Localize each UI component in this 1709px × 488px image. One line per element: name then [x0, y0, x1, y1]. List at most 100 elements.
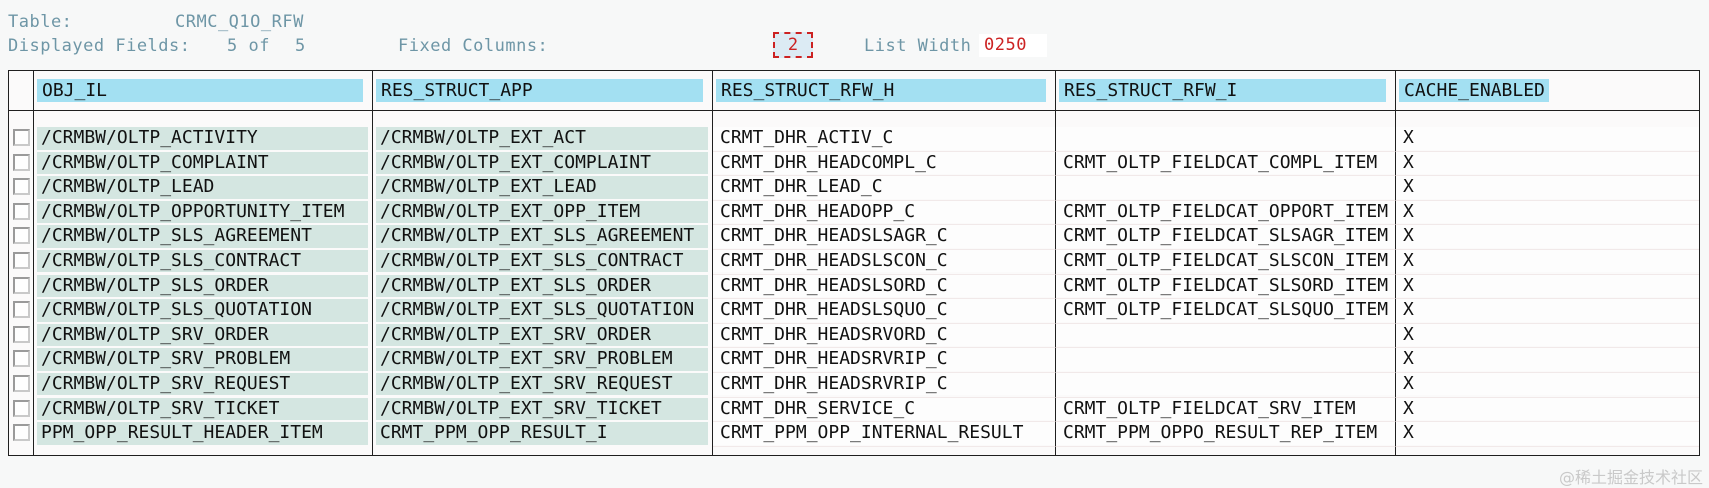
row-select-checkbox[interactable]	[13, 301, 30, 319]
cell-res-struct-rfw-h[interactable]: CRMT_DHR_HEADSLSCON_C	[713, 249, 1055, 273]
row-select-checkbox[interactable]	[13, 374, 30, 392]
cell-res-struct-rfw-h[interactable]: CRMT_DHR_HEADCOMPL_C	[713, 151, 1055, 175]
row-select-checkbox[interactable]	[13, 325, 30, 343]
cell-cache-enabled[interactable]: X	[1396, 176, 1699, 199]
cell-obj-il[interactable]: /CRMBW/OLTP_SLS_QUOTATION	[37, 299, 368, 322]
cell-res-struct-rfw-i[interactable]: CRMT_OLTP_FIELDCAT_COMPL_ITEM	[1056, 151, 1395, 175]
header-spacer-row	[9, 111, 1699, 127]
row-select-checkbox[interactable]	[13, 129, 30, 146]
table-row: /CRMBW/OLTP_SLS_CONTRACT /CRMBW/OLTP_EXT…	[9, 249, 1699, 275]
cell-cache-enabled[interactable]: X	[1396, 323, 1699, 347]
row-select-checkbox[interactable]	[13, 202, 30, 220]
displayed-fields-count: 5 of	[227, 36, 270, 56]
table-row: /CRMBW/OLTP_SRV_REQUEST /CRMBW/OLTP_EXT_…	[9, 372, 1699, 398]
cell-obj-il[interactable]: /CRMBW/OLTP_SRV_ORDER	[37, 323, 368, 347]
cell-res-struct-rfw-h[interactable]: CRMT_DHR_ACTIV_C	[713, 127, 1055, 150]
row-select-checkbox[interactable]	[13, 350, 30, 368]
cell-obj-il[interactable]: /CRMBW/OLTP_LEAD	[37, 176, 368, 199]
cell-res-struct-app[interactable]: /CRMBW/OLTP_EXT_SRV_REQUEST	[376, 372, 708, 396]
cell-res-struct-app[interactable]: CRMT_PPM_OPP_RESULT_I	[376, 422, 708, 445]
displayed-fields-total: 5	[295, 36, 306, 56]
cell-obj-il[interactable]: /CRMBW/OLTP_COMPLAINT	[37, 151, 368, 175]
cell-cache-enabled[interactable]: X	[1396, 200, 1699, 224]
cell-obj-il[interactable]: /CRMBW/OLTP_ACTIVITY	[37, 127, 368, 150]
cell-res-struct-app[interactable]: /CRMBW/OLTP_EXT_LEAD	[376, 176, 708, 199]
cell-cache-enabled[interactable]: X	[1396, 299, 1699, 322]
fixed-columns-field[interactable]: 2	[773, 32, 813, 58]
cell-res-struct-app[interactable]: /CRMBW/OLTP_EXT_SLS_QUOTATION	[376, 299, 708, 322]
cell-res-struct-rfw-i[interactable]	[1056, 372, 1395, 396]
column-header-res-struct-rfw-i[interactable]: RES_STRUCT_RFW_I	[1059, 79, 1386, 102]
cell-res-struct-rfw-i[interactable]: CRMT_OLTP_FIELDCAT_SLSORD_ITEM	[1056, 274, 1395, 298]
cell-res-struct-app[interactable]: /CRMBW/OLTP_EXT_SLS_ORDER	[376, 274, 708, 298]
cell-res-struct-rfw-h[interactable]: CRMT_DHR_HEADSRVRIP_C	[713, 348, 1055, 371]
list-width-label: List Width	[864, 36, 972, 56]
cell-res-struct-rfw-h[interactable]: CRMT_DHR_HEADSRVORD_C	[713, 323, 1055, 347]
cell-res-struct-rfw-i[interactable]: CRMT_OLTP_FIELDCAT_SLSQUO_ITEM	[1056, 299, 1395, 322]
row-select-checkbox[interactable]	[13, 153, 30, 171]
watermark-text: @稀土掘金技术社区	[1558, 468, 1703, 487]
cell-cache-enabled[interactable]: X	[1396, 225, 1699, 248]
cell-res-struct-rfw-h[interactable]: CRMT_DHR_LEAD_C	[713, 176, 1055, 199]
cell-cache-enabled[interactable]: X	[1396, 348, 1699, 371]
table-row: /CRMBW/OLTP_OPPORTUNITY_ITEM /CRMBW/OLTP…	[9, 200, 1699, 226]
cell-res-struct-app[interactable]: /CRMBW/OLTP_EXT_ACT	[376, 127, 708, 150]
cell-res-struct-app[interactable]: /CRMBW/OLTP_EXT_SRV_PROBLEM	[376, 348, 708, 371]
cell-res-struct-rfw-h[interactable]: CRMT_PPM_OPP_INTERNAL_RESULT	[713, 422, 1055, 445]
cell-res-struct-rfw-h[interactable]: CRMT_DHR_HEADSLSQUO_C	[713, 299, 1055, 322]
list-width-field[interactable]: 0250	[979, 34, 1047, 57]
row-select-checkbox[interactable]	[13, 227, 30, 245]
cell-obj-il[interactable]: /CRMBW/OLTP_OPPORTUNITY_ITEM	[37, 200, 368, 224]
cell-res-struct-app[interactable]: /CRMBW/OLTP_EXT_COMPLAINT	[376, 151, 708, 175]
cell-res-struct-rfw-h[interactable]: CRMT_DHR_HEADSRVRIP_C	[713, 372, 1055, 396]
table-name-value: CRMC_Q1O_RFW	[175, 12, 304, 32]
cell-obj-il[interactable]: /CRMBW/OLTP_SLS_CONTRACT	[37, 249, 368, 273]
cell-res-struct-rfw-i[interactable]: CRMT_OLTP_FIELDCAT_SLSCON_ITEM	[1056, 249, 1395, 273]
cell-res-struct-rfw-i[interactable]: CRMT_OLTP_FIELDCAT_SLSAGR_ITEM	[1056, 225, 1395, 248]
cell-obj-il[interactable]: /CRMBW/OLTP_SRV_REQUEST	[37, 372, 368, 396]
cell-cache-enabled[interactable]: X	[1396, 397, 1699, 421]
cell-cache-enabled[interactable]: X	[1396, 274, 1699, 298]
column-header-cache-enabled[interactable]: CACHE_ENABLED	[1399, 79, 1549, 102]
cell-res-struct-app[interactable]: /CRMBW/OLTP_EXT_SRV_ORDER	[376, 323, 708, 347]
cell-cache-enabled[interactable]: X	[1396, 151, 1699, 175]
data-table: OBJ_IL RES_STRUCT_APP RES_STRUCT_RFW_H R…	[8, 70, 1700, 456]
cell-res-struct-rfw-h[interactable]: CRMT_DHR_SERVICE_C	[713, 397, 1055, 421]
cell-obj-il[interactable]: /CRMBW/OLTP_SRV_TICKET	[37, 397, 368, 421]
row-select-checkbox[interactable]	[13, 424, 30, 442]
cell-cache-enabled[interactable]: X	[1396, 372, 1699, 396]
column-header-obj-il[interactable]: OBJ_IL	[37, 79, 363, 102]
cell-obj-il[interactable]: /CRMBW/OLTP_SRV_PROBLEM	[37, 348, 368, 371]
table-row: /CRMBW/OLTP_LEAD /CRMBW/OLTP_EXT_LEAD CR…	[9, 176, 1699, 201]
table-row: /CRMBW/OLTP_ACTIVITY /CRMBW/OLTP_EXT_ACT…	[9, 127, 1699, 152]
row-select-checkbox[interactable]	[13, 178, 30, 196]
cell-res-struct-rfw-i[interactable]	[1056, 176, 1395, 199]
cell-res-struct-rfw-i[interactable]	[1056, 348, 1395, 371]
cell-res-struct-rfw-h[interactable]: CRMT_DHR_HEADOPP_C	[713, 200, 1055, 224]
cell-res-struct-app[interactable]: /CRMBW/OLTP_EXT_SLS_AGREEMENT	[376, 225, 708, 248]
cell-obj-il[interactable]: /CRMBW/OLTP_SLS_AGREEMENT	[37, 225, 368, 248]
cell-res-struct-rfw-i[interactable]: CRMT_OLTP_FIELDCAT_OPPORT_ITEM	[1056, 200, 1395, 224]
row-select-checkbox[interactable]	[13, 251, 30, 269]
cell-obj-il[interactable]: /CRMBW/OLTP_SLS_ORDER	[37, 274, 368, 298]
cell-res-struct-app[interactable]: /CRMBW/OLTP_EXT_SRV_TICKET	[376, 397, 708, 421]
cell-res-struct-rfw-h[interactable]: CRMT_DHR_HEADSLSAGR_C	[713, 225, 1055, 248]
cell-res-struct-rfw-i[interactable]: CRMT_OLTP_FIELDCAT_SRV_ITEM	[1056, 397, 1395, 421]
row-select-checkbox[interactable]	[13, 276, 30, 294]
column-header-res-struct-rfw-h[interactable]: RES_STRUCT_RFW_H	[716, 79, 1046, 102]
row-select-checkbox[interactable]	[13, 399, 30, 417]
cell-res-struct-rfw-i[interactable]	[1056, 323, 1395, 347]
column-header-res-struct-app[interactable]: RES_STRUCT_APP	[376, 79, 703, 102]
cell-cache-enabled[interactable]: X	[1396, 127, 1699, 150]
table-bottom-filler	[9, 446, 1699, 455]
cell-res-struct-rfw-i[interactable]	[1056, 127, 1395, 150]
cell-res-struct-app[interactable]: /CRMBW/OLTP_EXT_OPP_ITEM	[376, 200, 708, 224]
table-info-header: Table: CRMC_Q1O_RFW Displayed Fields: 5 …	[0, 0, 1709, 64]
cell-cache-enabled[interactable]: X	[1396, 422, 1699, 445]
cell-cache-enabled[interactable]: X	[1396, 249, 1699, 273]
cell-res-struct-rfw-i[interactable]: CRMT_PPM_OPPO_RESULT_REP_ITEM	[1056, 422, 1395, 445]
cell-obj-il[interactable]: PPM_OPP_RESULT_HEADER_ITEM	[37, 422, 368, 445]
cell-res-struct-rfw-h[interactable]: CRMT_DHR_HEADSLSORD_C	[713, 274, 1055, 298]
table-row: /CRMBW/OLTP_SRV_TICKET /CRMBW/OLTP_EXT_S…	[9, 397, 1699, 423]
cell-res-struct-app[interactable]: /CRMBW/OLTP_EXT_SLS_CONTRACT	[376, 249, 708, 273]
